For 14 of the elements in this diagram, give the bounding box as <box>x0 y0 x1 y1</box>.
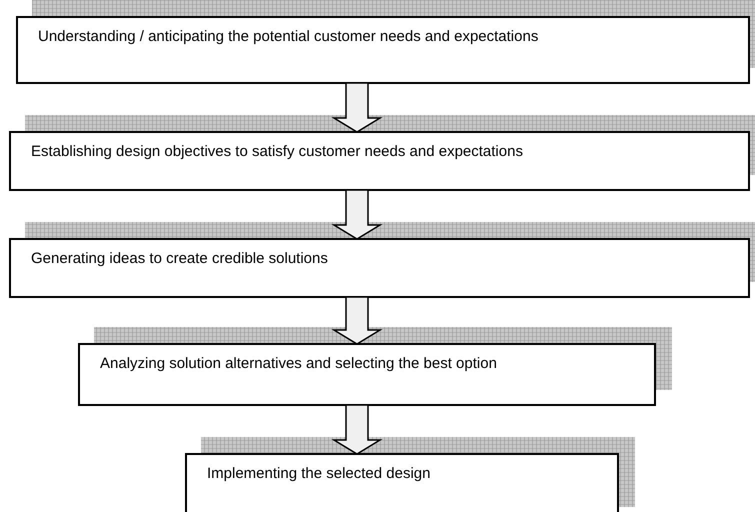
process-box <box>9 131 750 191</box>
step-text: Analyzing solution alternatives and selecting the best option <box>100 355 497 372</box>
process-box <box>16 16 750 84</box>
step-text: Implementing the selected design <box>207 465 430 482</box>
step-text: Establishing design objectives to satisfy customer needs and expectations <box>31 143 523 160</box>
process-box <box>78 343 656 406</box>
step-text: Generating ideas to create credible solutions <box>31 250 328 267</box>
process-box <box>9 238 750 298</box>
block-arrow <box>331 404 383 455</box>
process-box <box>185 453 619 512</box>
block-arrow <box>331 189 383 240</box>
step-text: Understanding / anticipating the potential customer needs and expectations <box>38 28 538 45</box>
block-arrow <box>331 82 383 133</box>
block-arrow <box>331 296 383 345</box>
